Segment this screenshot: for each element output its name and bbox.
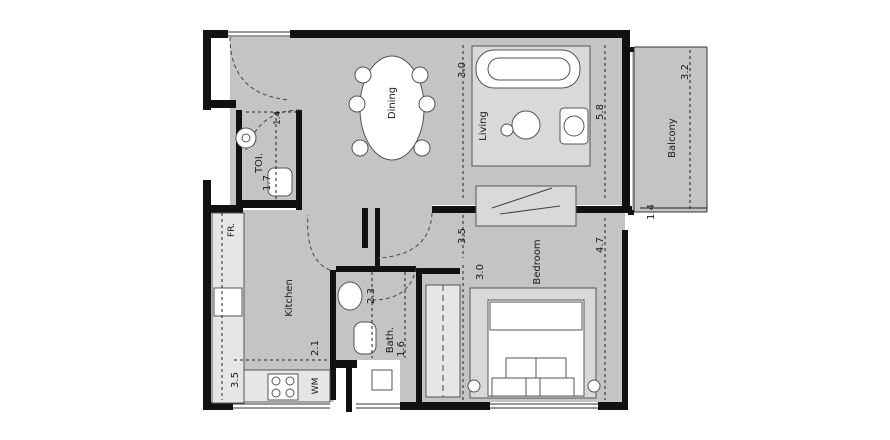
dimension-labels: 3.0 5.8 3.2 1.4 1.4 1.7 3.5 4.7 3.0 2.3 …	[230, 62, 691, 388]
dim-bath-depth: 1.6	[396, 341, 407, 357]
room-label-fridge: FR.	[227, 223, 237, 237]
windows	[228, 31, 708, 409]
dim-kitchen-width: 2.1	[310, 340, 321, 356]
dim-living-width: 3.0	[457, 62, 468, 78]
room-label-kitchen: Kitchen	[284, 279, 295, 317]
room-label-bath: Bath.	[385, 327, 396, 353]
room-label-living: Living	[478, 111, 489, 141]
room-label-toilet: TOI.	[254, 153, 265, 174]
room-label-bedroom: Bedroom	[532, 239, 543, 284]
dim-balcony-depth: 3.2	[680, 64, 691, 80]
walls	[203, 30, 634, 412]
dim-kitchen-depth: 3.5	[230, 372, 241, 388]
dim-balcony-width: 1.4	[646, 204, 657, 220]
dim-bedroom-width: 3.0	[475, 264, 486, 280]
dim-hall-width: 3.5	[457, 228, 468, 244]
dim-living-depth: 5.8	[595, 104, 606, 120]
dim-bedroom-depth: 4.7	[595, 237, 606, 253]
dim-bath-width: 2.3	[366, 288, 377, 304]
dimension-lines	[221, 45, 707, 400]
room-label-washing-machine: WM	[311, 378, 321, 395]
room-label-dining: Dining	[387, 87, 398, 119]
room-labels: Dining Living Balcony TOI. Kitchen Bedro…	[227, 87, 678, 394]
furniture	[211, 45, 601, 404]
dim-toilet-depth: 1.7	[262, 175, 273, 191]
dim-toilet-width: 1.4	[273, 111, 283, 126]
room-label-balcony: Balcony	[667, 118, 678, 158]
